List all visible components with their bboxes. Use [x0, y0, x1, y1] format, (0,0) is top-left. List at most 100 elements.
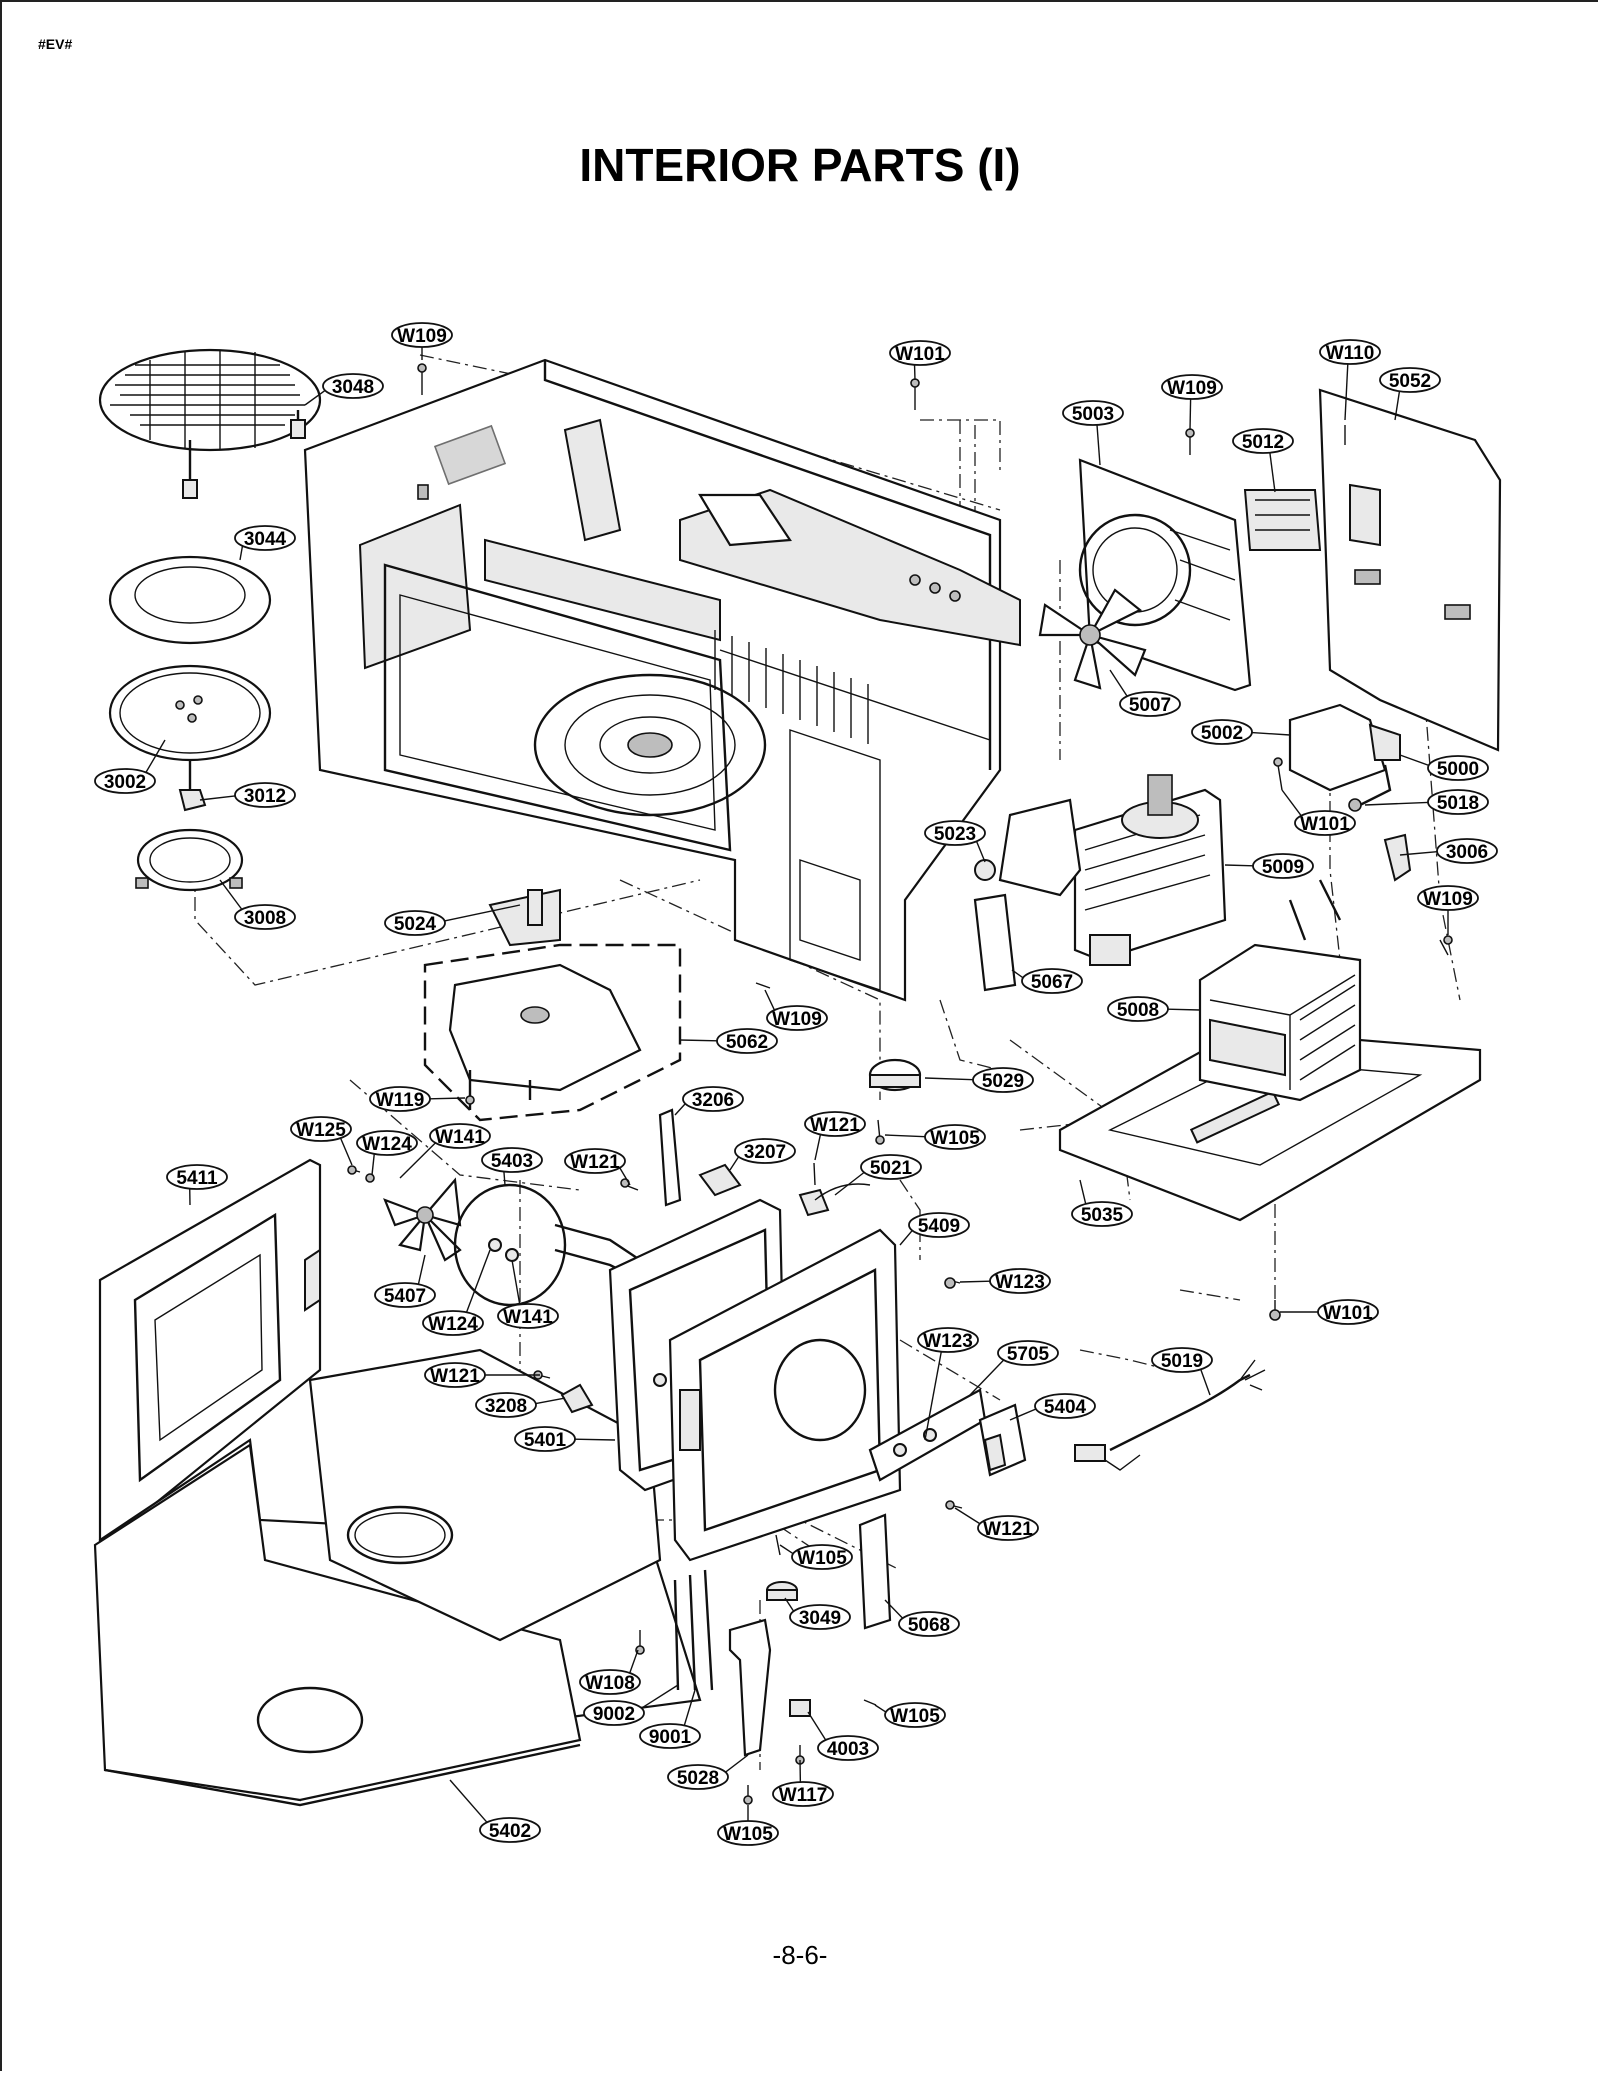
fan-duct [1078, 458, 1252, 692]
part-label: 5018 [1427, 789, 1489, 815]
part-label-oval [356, 1130, 418, 1156]
leader-line [807, 1711, 827, 1741]
leader-line [444, 904, 521, 922]
part-label-text: W110 [1326, 343, 1375, 364]
part-label-oval [369, 1086, 431, 1112]
part-label-text: 3206 [692, 1090, 734, 1111]
part-label: 9002 [583, 1700, 645, 1726]
part-label: W105 [884, 1702, 946, 1728]
part-label-oval [817, 1735, 879, 1761]
leader-line [1167, 1008, 1201, 1011]
part-label-text: 5028 [677, 1768, 719, 1789]
part-label: W105 [924, 1124, 986, 1150]
part-label-oval [429, 1123, 491, 1149]
screws [347, 363, 1453, 1805]
part-label: 3206 [682, 1086, 744, 1112]
leader-line [1281, 789, 1302, 817]
part-label-text: 5003 [1072, 404, 1114, 425]
part-label-oval [290, 1116, 352, 1142]
leader-line [449, 1779, 488, 1823]
part-label: 5052 [1379, 367, 1441, 393]
part-label-text: W101 [1300, 814, 1350, 835]
part-label-text: W121 [430, 1366, 480, 1387]
part-label-oval [475, 1392, 537, 1418]
part-label: W123 [989, 1268, 1051, 1294]
part-label: 5035 [1071, 1201, 1133, 1227]
part-label-oval [234, 525, 296, 551]
leader-line [725, 1754, 749, 1773]
leader-line [1364, 801, 1429, 806]
bracket-3208 [560, 1383, 594, 1414]
part-label: 9001 [639, 1723, 701, 1749]
bracket-5028 [728, 1618, 772, 1757]
part-label-text: 5404 [1044, 1397, 1087, 1418]
fuse-4003 [789, 1699, 811, 1717]
part-label-oval [1319, 339, 1381, 365]
part-label-oval [989, 1268, 1051, 1294]
part-label: 5409 [908, 1212, 970, 1238]
part-label-oval [234, 904, 296, 930]
part-label: 5067 [1021, 968, 1083, 994]
leader-line [1009, 1408, 1037, 1421]
part-label-text: W105 [930, 1128, 980, 1149]
part-label-text: 5008 [1117, 1000, 1159, 1021]
part-label-oval [583, 1700, 645, 1726]
leader-line [199, 795, 236, 801]
part-label-oval [1021, 968, 1083, 994]
part-label-oval [1034, 1393, 1096, 1419]
oven-cavity-assembly [303, 358, 1021, 1002]
part-label-text: 3207 [744, 1142, 786, 1163]
back-plate [1318, 388, 1502, 752]
part-label: 5403 [481, 1147, 543, 1173]
part-label-text: 9002 [593, 1704, 635, 1725]
part-label-text: 5018 [1437, 793, 1479, 814]
part-label-text: W109 [1423, 889, 1473, 910]
part-label-text: W108 [585, 1673, 635, 1694]
part-label-text: 5062 [726, 1032, 768, 1053]
glass-turntable-tray [108, 555, 272, 645]
part-label-oval [1151, 1347, 1213, 1373]
leader-line [145, 739, 166, 773]
part-label: W121 [424, 1362, 486, 1388]
latch-rods-9001-9002 [673, 1569, 714, 1691]
part-label-text: 5409 [918, 1216, 960, 1237]
part-label-oval [564, 1148, 626, 1174]
leader-line [1079, 1179, 1087, 1205]
part-label: W125 [290, 1116, 352, 1142]
part-label-oval [924, 1124, 986, 1150]
part-label: 5002 [1191, 719, 1253, 745]
part-label-text: 5021 [870, 1158, 913, 1179]
door-choke-film [93, 1438, 702, 1807]
leader-line [629, 1649, 639, 1674]
part-label: W121 [804, 1111, 866, 1137]
part-label-oval [639, 1723, 701, 1749]
part-label-text: W101 [1323, 1303, 1373, 1324]
leader-line [574, 1438, 616, 1441]
magnetron [1073, 774, 1227, 966]
part-label-text: 3008 [244, 908, 286, 929]
part-label-text: W121 [570, 1152, 620, 1173]
leader-line [1344, 363, 1349, 421]
part-label: W108 [579, 1669, 641, 1695]
leader-line [429, 1097, 466, 1100]
part-label-oval [789, 1604, 851, 1630]
part-label-text: 5705 [1007, 1344, 1050, 1365]
part-label: 5012 [1232, 428, 1294, 454]
part-label: W141 [497, 1303, 559, 1329]
part-label-text: 3002 [104, 772, 146, 793]
part-label: 5021 [860, 1154, 922, 1180]
switch-bracket-5705 [868, 1388, 987, 1482]
part-label-text: 5000 [1437, 759, 1479, 780]
part-label-text: 5009 [1262, 857, 1304, 878]
part-label-oval [1252, 853, 1314, 879]
part-label-text: W121 [983, 1519, 1033, 1540]
part-label-oval [1436, 838, 1498, 864]
turntable-coupler [178, 760, 207, 812]
leader-line [465, 1249, 491, 1313]
leader-line [764, 989, 776, 1011]
part-label-oval [579, 1669, 641, 1695]
part-label-oval [667, 1764, 729, 1790]
leader-line [899, 1230, 913, 1246]
